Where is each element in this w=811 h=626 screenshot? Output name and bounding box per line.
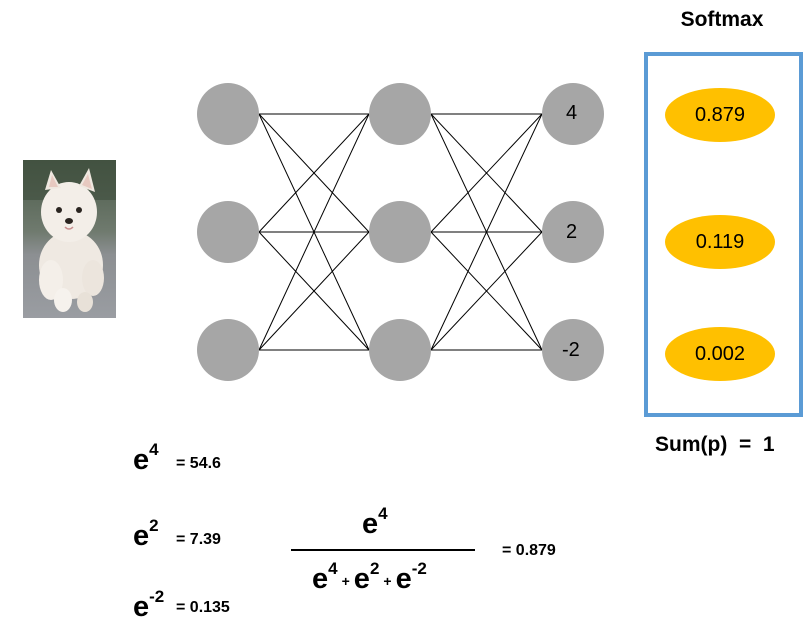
connection-line [430,113,543,233]
neuron-layer1-node2 [197,201,259,263]
exp-base: e [133,520,150,552]
exp-row-1: e4 [133,440,159,477]
exp-base: e [133,444,150,476]
exp-row-2: e2 [133,516,159,553]
connection-line [258,113,370,233]
network-connections [258,113,543,351]
neuron-layer2-node3 [369,319,431,381]
connection-line [258,231,370,351]
output-logit-2: 2 [566,221,578,243]
plus-sign: + [341,573,350,589]
exp-power: 4 [149,440,159,459]
probability-3: 0.002 [665,327,775,381]
softmax-box [644,52,803,417]
neuron-layer1-node3 [197,319,259,381]
output-logit-1: 4 [566,102,578,124]
fraction-result: = 0.879 [502,542,556,559]
exp-value-2: = 7.39 [176,531,221,548]
neuron-layer2-node1 [369,83,431,145]
neuron-layer2-node2 [369,201,431,263]
exp-base: e [133,591,150,623]
network-nodes [197,83,604,381]
neuron-layer3-node3 [542,319,604,381]
output-logit-3: -2 [562,339,580,361]
probability-sum-label: Sum(p) = 1 [655,433,775,456]
neuron-layer1-node1 [197,83,259,145]
fraction-denominator: e4+e2+e-2 [312,559,427,595]
probability-1: 0.879 [665,88,775,142]
connection-line [430,113,543,351]
plus-sign: + [383,573,392,589]
fraction-bar [291,549,475,551]
exp-power: -2 [149,587,165,606]
connection-line [258,113,370,351]
neuron-layer3-node2 [542,201,604,263]
exp-power: 2 [149,516,159,535]
connection-line [430,231,543,351]
fraction-numerator: e4 [362,504,388,540]
exp-value-3: = 0.135 [176,599,230,616]
probability-2: 0.119 [665,215,775,269]
exp-value-1: = 54.6 [176,455,221,472]
softmax-title: Softmax [680,8,764,31]
neuron-layer3-node1 [542,83,604,145]
exp-row-3: e-2 [133,587,164,624]
input-dog-image [23,160,116,318]
